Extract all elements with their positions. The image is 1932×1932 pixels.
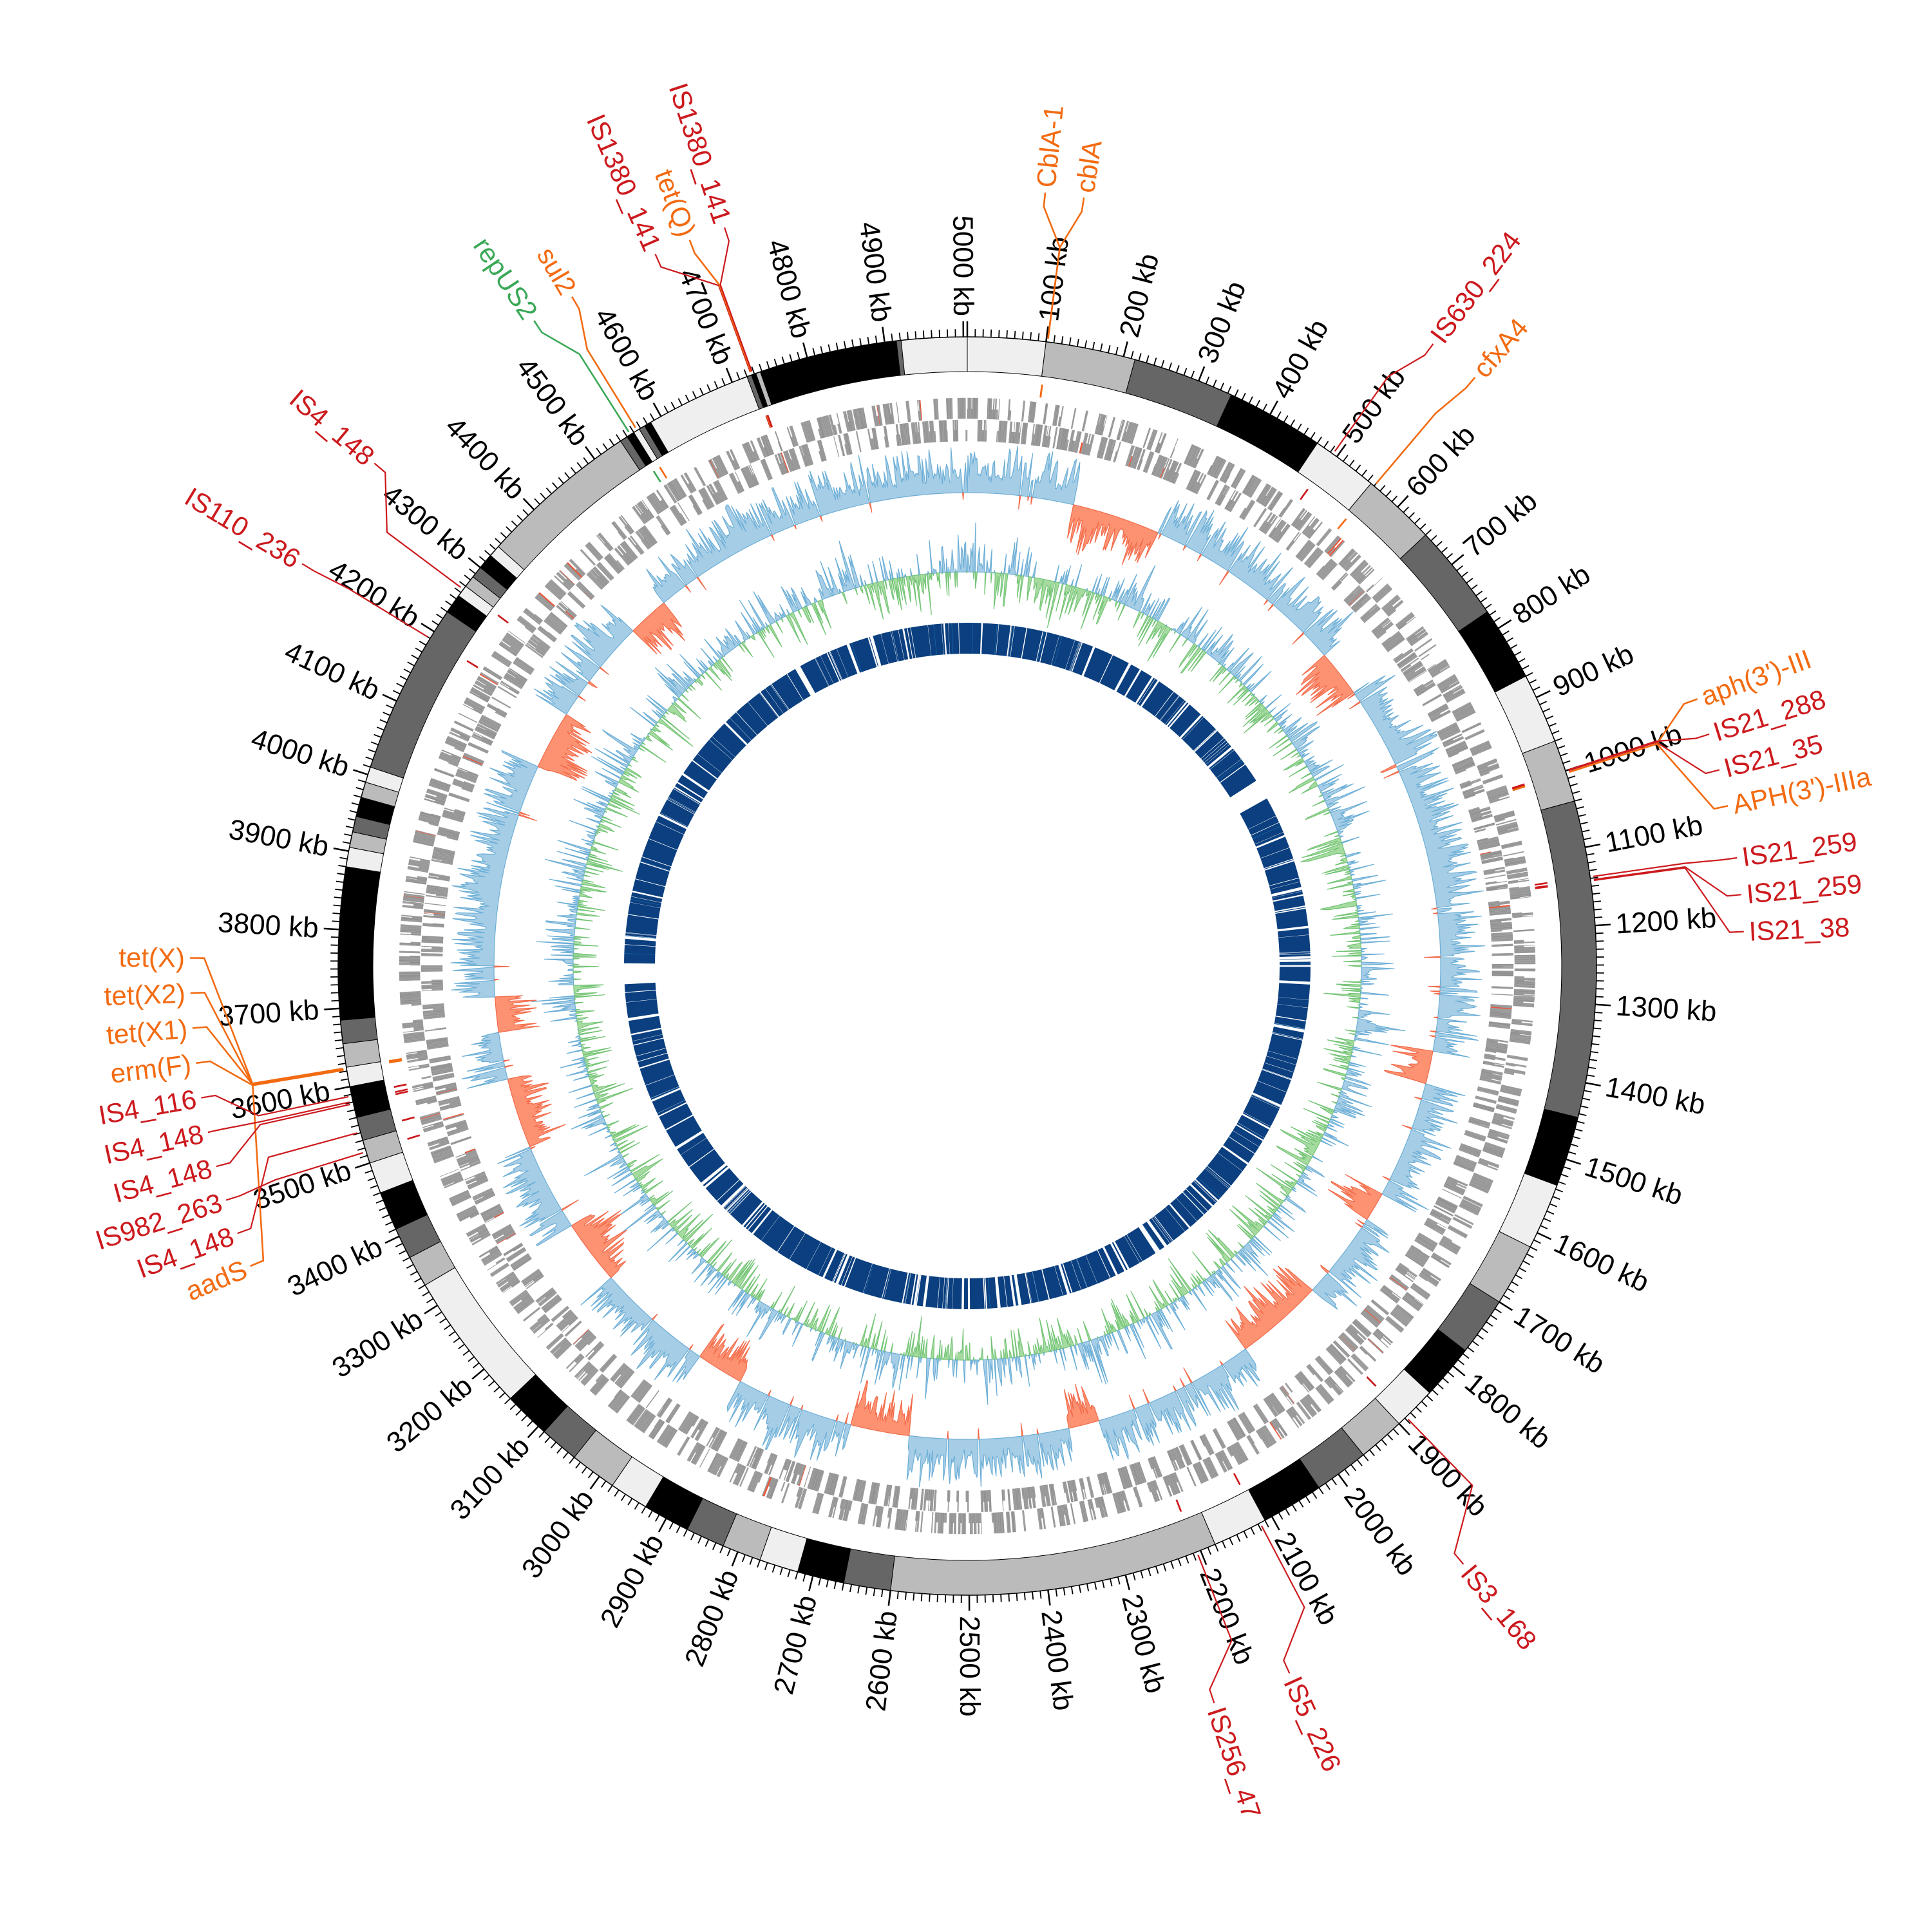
gc-content-below-area bbox=[1170, 1266, 1189, 1296]
minor-tick bbox=[1595, 916, 1603, 918]
minor-tick bbox=[1594, 908, 1602, 911]
gc-content-above-area bbox=[1292, 726, 1321, 750]
gc-content-above-area bbox=[1150, 1311, 1173, 1350]
major-tick bbox=[324, 1007, 340, 1010]
gc-content-above-area bbox=[1187, 609, 1209, 645]
gc-content-above-area bbox=[1325, 786, 1365, 809]
gc-content-below-area bbox=[940, 1343, 949, 1360]
gc-content-above-area bbox=[954, 568, 957, 573]
minor-tick bbox=[1594, 1019, 1602, 1022]
gc-content-track bbox=[531, 522, 1406, 1405]
tick-label: 3800 kb bbox=[217, 907, 319, 944]
gc-content-below-area bbox=[957, 1328, 964, 1361]
gc-content-below-area bbox=[1256, 1168, 1293, 1196]
gc-content-below-area bbox=[1276, 1145, 1313, 1166]
minor-tick bbox=[1595, 1012, 1603, 1014]
gc-content-below-area bbox=[1145, 620, 1166, 645]
minor-tick bbox=[334, 1031, 342, 1034]
minor-tick bbox=[1595, 996, 1604, 998]
gc-content-above-area bbox=[1206, 1275, 1220, 1289]
gc-content-above-area bbox=[1336, 1097, 1363, 1112]
contig-band bbox=[900, 336, 968, 375]
gc-content-below-area bbox=[573, 971, 582, 974]
tick-label: 1300 kb bbox=[1615, 990, 1718, 1027]
gc-content-above-area bbox=[567, 969, 574, 972]
major-tick bbox=[1595, 923, 1611, 927]
minor-tick bbox=[1016, 1593, 1018, 1602]
gc-content-below-area bbox=[1110, 1298, 1125, 1331]
gc-content-above-area bbox=[1124, 565, 1156, 612]
annotation-label: tet(X2) bbox=[104, 978, 186, 1011]
gc-content-above-area bbox=[1283, 717, 1302, 736]
minor-tick bbox=[330, 992, 339, 994]
gc-content-above-area bbox=[976, 544, 986, 573]
minor-tick bbox=[1014, 330, 1016, 339]
minor-tick bbox=[333, 1023, 341, 1026]
gc-content-below-area bbox=[573, 958, 580, 960]
gc-content-above-area bbox=[1090, 1338, 1108, 1385]
minor-tick bbox=[1595, 932, 1604, 934]
minor-tick bbox=[907, 332, 909, 340]
gc-content-above-area bbox=[993, 570, 996, 574]
tick-label: 1200 kb bbox=[1615, 902, 1717, 940]
gc-content-above-area bbox=[1243, 1242, 1261, 1264]
annotation-label: tet(X) bbox=[118, 942, 185, 973]
minor-tick bbox=[330, 936, 339, 938]
gc-content-above-area bbox=[1180, 607, 1202, 639]
gc-content-below-area bbox=[1057, 1318, 1071, 1349]
gc-content-above-area bbox=[1237, 1247, 1268, 1276]
gc-content-above-area bbox=[1354, 1034, 1390, 1045]
minor-tick bbox=[1032, 1591, 1034, 1600]
gc-content-above-area bbox=[1356, 1018, 1406, 1034]
gc-content-above-area bbox=[1007, 537, 1018, 576]
gc-content-below-area bbox=[1068, 587, 1087, 616]
gc-content-below-area bbox=[965, 571, 968, 574]
gc-content-above-area bbox=[1206, 634, 1234, 663]
gc-content-above-area bbox=[1307, 759, 1333, 773]
contig-band bbox=[340, 1017, 378, 1045]
gc-content-above-area bbox=[974, 1359, 976, 1365]
gc-content-above-area bbox=[1341, 1079, 1368, 1097]
gc-content-above-area bbox=[1361, 951, 1365, 953]
gc-content-below-area bbox=[1229, 1205, 1264, 1236]
contig-band bbox=[967, 336, 1046, 377]
minor-tick bbox=[913, 1593, 915, 1601]
gc-skew-negative-area bbox=[962, 492, 965, 500]
gc-content-below-area bbox=[1033, 577, 1056, 619]
annotation-label: tet(X1) bbox=[105, 1014, 188, 1050]
gc-content-below-area bbox=[573, 963, 579, 966]
minor-tick bbox=[332, 912, 341, 914]
minor-tick bbox=[332, 920, 340, 922]
minor-tick bbox=[936, 1594, 938, 1602]
tick-label: 2500 kb bbox=[954, 1616, 985, 1717]
gc-content-above-area bbox=[1082, 1340, 1103, 1383]
minor-tick bbox=[922, 330, 925, 339]
gc-skew-negative-area bbox=[493, 965, 510, 968]
gc-content-below-area bbox=[993, 572, 1001, 610]
gc-content-below-area bbox=[1327, 1037, 1355, 1047]
gc-content-above-area bbox=[1317, 773, 1342, 793]
gc-content-below-area bbox=[1280, 1126, 1321, 1157]
minor-tick bbox=[1030, 332, 1032, 341]
gc-content-above-area bbox=[567, 964, 574, 967]
gc-content-above-area bbox=[967, 542, 974, 573]
minor-tick bbox=[914, 331, 917, 339]
gc-content-below-area bbox=[1300, 842, 1346, 862]
minor-tick bbox=[905, 1592, 907, 1600]
gc-content-above-area bbox=[1334, 1103, 1365, 1119]
minor-tick bbox=[332, 1016, 341, 1018]
gc-content-below-area bbox=[972, 1357, 975, 1361]
gc-content-above-area bbox=[1330, 800, 1370, 832]
gc-content-above-area bbox=[1358, 1008, 1390, 1018]
minor-tick bbox=[929, 1594, 931, 1602]
minor-tick bbox=[1593, 900, 1601, 903]
annotation-label: IS21_38 bbox=[1748, 912, 1850, 947]
gc-content-below-area bbox=[1329, 1053, 1352, 1063]
gc-content-above-area bbox=[1361, 966, 1395, 981]
tick-label: 5000 kb bbox=[947, 215, 979, 316]
minor-tick bbox=[931, 330, 933, 338]
